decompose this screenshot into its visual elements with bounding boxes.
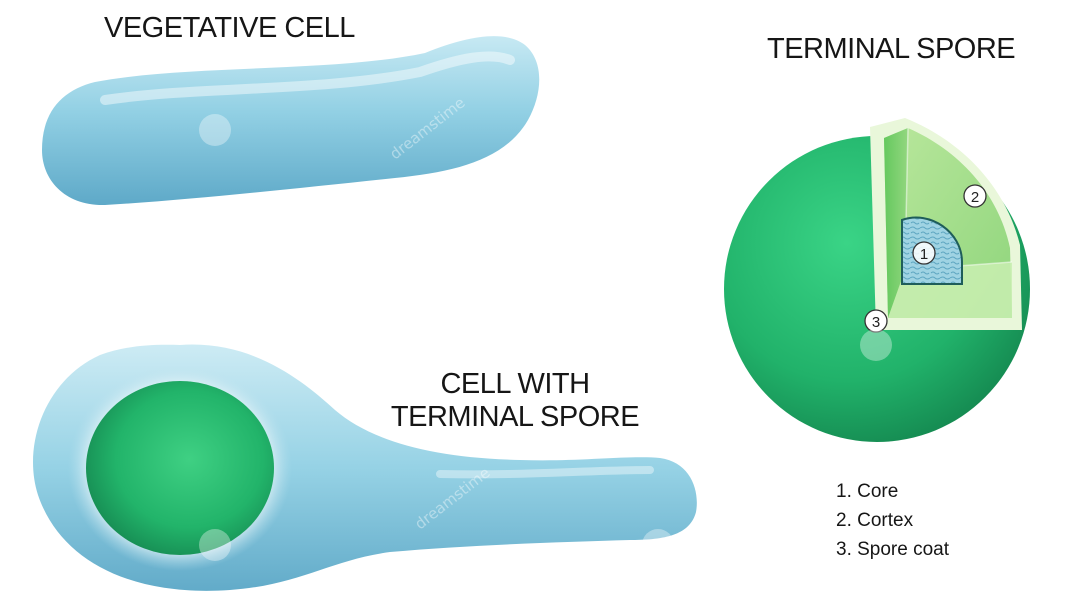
label-cell-with-line2: TERMINAL SPORE [390, 400, 640, 434]
legend-item-cortex: 2. Cortex [836, 506, 949, 535]
terminal-spore-cutaway: 1 2 3 [724, 118, 1030, 442]
coat-marker-label: 3 [872, 314, 880, 331]
core-marker-label: 1 [920, 246, 928, 263]
legend: 1. Core 2. Cortex 3. Spore coat [836, 477, 949, 564]
legend-item-spore-coat: 3. Spore coat [836, 535, 949, 564]
legend-item-core: 1. Core [836, 477, 949, 506]
vegetative-cell [42, 36, 539, 205]
cortex-marker-label: 2 [971, 189, 979, 206]
label-vegetative-cell: VEGETATIVE CELL [104, 11, 355, 45]
label-cell-with-line1: CELL WITH [390, 367, 640, 401]
terminal-spore [86, 381, 274, 555]
label-terminal-spore: TERMINAL SPORE [767, 32, 1015, 66]
